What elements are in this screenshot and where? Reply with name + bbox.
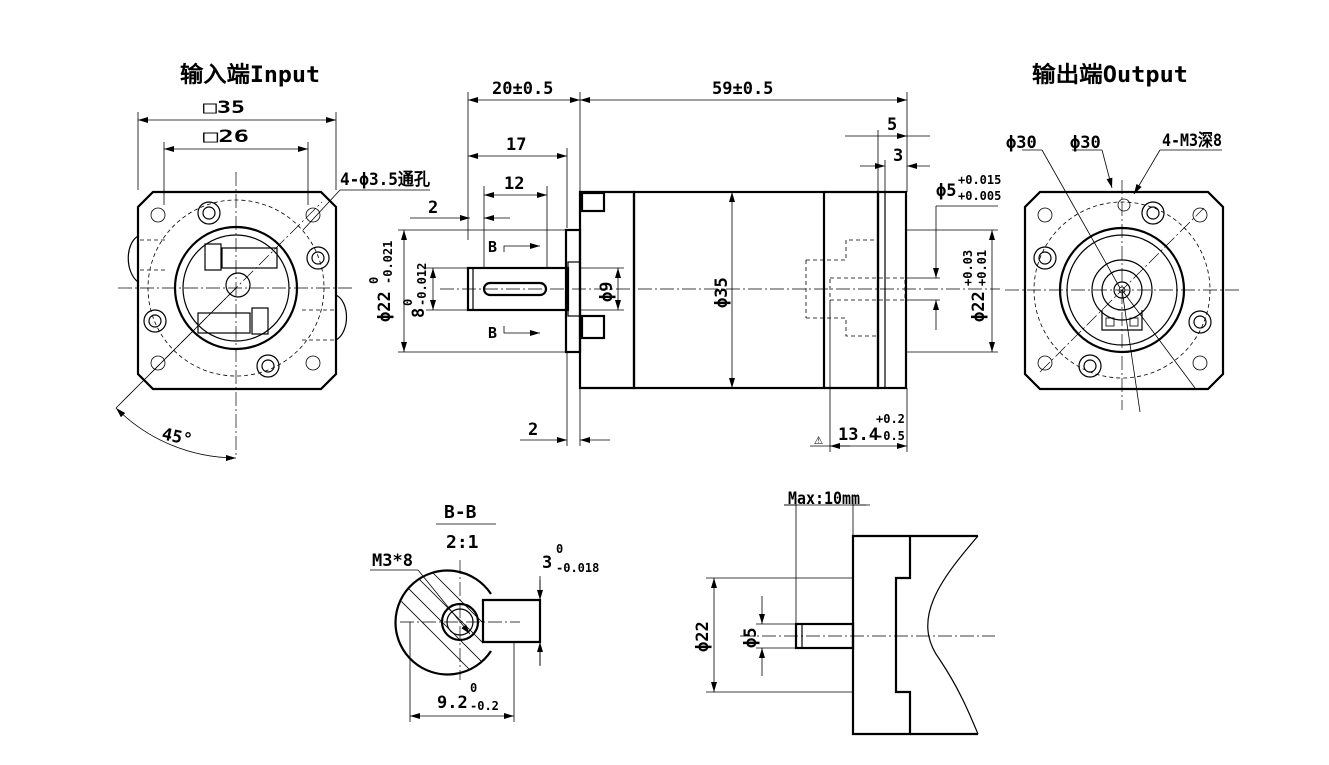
dim-13-4-tol-upper: +0.2 bbox=[876, 412, 905, 426]
dim-3: 3 bbox=[893, 146, 903, 166]
dim-13-4-tol-lower: -0.5 bbox=[876, 429, 905, 443]
max-10mm-label: Max:10mm bbox=[788, 489, 860, 509]
key-3-tol-upper: 0 bbox=[556, 542, 563, 556]
output-shaft-detail: Max:10mm ϕ22 ϕ5 bbox=[693, 489, 995, 736]
dim-13-4: 13.4 bbox=[838, 425, 879, 445]
phi9-dim: ϕ9 bbox=[597, 282, 617, 302]
dim-5: 5 bbox=[887, 115, 897, 135]
input-square-26-dim: □26 bbox=[203, 127, 249, 147]
section-marker-bottom: B bbox=[488, 324, 497, 342]
m3x8-label: M3*8 bbox=[372, 551, 413, 571]
section-scale: 2:1 bbox=[446, 532, 479, 553]
output-end-view: 输出端Output ϕ30 ϕ30 bbox=[1005, 62, 1240, 413]
section-title: B-B bbox=[444, 502, 477, 523]
dim-12: 12 bbox=[504, 174, 524, 194]
output-phi5-tol-lower: +0.005 bbox=[958, 189, 1001, 203]
section-marker-top: B bbox=[488, 238, 497, 256]
detail-phi22: ϕ22 bbox=[693, 621, 713, 652]
input-end-view: 输入端Input □35 □26 bbox=[115, 62, 430, 461]
input-angle-dim: 45° bbox=[160, 424, 194, 450]
output-mount-holes bbox=[1033, 198, 1212, 378]
detail-phi5: ϕ5 bbox=[741, 628, 761, 648]
dim-2-top: 2 bbox=[428, 198, 438, 218]
output-phi30-b: ϕ30 bbox=[1070, 133, 1101, 153]
key-3-tol-lower: -0.018 bbox=[556, 561, 599, 575]
input-phi22-dim: ϕ22 bbox=[375, 291, 395, 322]
side-view: 20±0.5 59±0.5 17 12 2 bbox=[367, 79, 1001, 452]
input-mount-holes bbox=[143, 201, 330, 378]
dim-9-2-tol-lower: -0.2 bbox=[470, 699, 499, 713]
key-3-dim: 3 bbox=[542, 553, 552, 573]
key-8-dim: 8 bbox=[409, 308, 429, 318]
dim-9-2: 9.2 bbox=[437, 693, 468, 713]
warning-icon: ⚠ bbox=[814, 430, 823, 448]
output-phi22-tol-lower: +0.01 bbox=[975, 250, 989, 286]
output-phi22-dim: ϕ22 bbox=[969, 291, 989, 322]
dim-2-bottom: 2 bbox=[528, 420, 538, 440]
output-holes-label: 4-M3深8 bbox=[1162, 130, 1222, 151]
key-8-tol-upper: 0 bbox=[401, 299, 415, 306]
dim-9-2-tol-upper: 0 bbox=[470, 681, 477, 695]
input-phi22-tol-upper: 0 bbox=[367, 277, 381, 284]
output-phi22-tol-upper: +0.03 bbox=[961, 250, 975, 286]
input-phi22-tol-lower: -0.021 bbox=[381, 241, 395, 284]
output-flange-outline bbox=[1023, 190, 1225, 391]
output-phi5-dim: ϕ5 bbox=[936, 181, 956, 201]
dim-59: 59±0.5 bbox=[712, 79, 773, 99]
dim-20: 20±0.5 bbox=[492, 79, 553, 99]
section-bb-view: B-B 2:1 M3*8 3 0 bbox=[370, 502, 599, 722]
dim-17: 17 bbox=[506, 135, 526, 155]
input-view-title: 输入端Input bbox=[180, 62, 320, 88]
output-phi5-tol-upper: +0.015 bbox=[958, 173, 1001, 187]
key-8-tol-lower: -0.012 bbox=[415, 263, 429, 306]
input-square-35-dim: □35 bbox=[203, 98, 245, 118]
input-holes-label: 4-ϕ3.5通孔 bbox=[340, 170, 430, 190]
output-view-title: 输出端Output bbox=[1032, 62, 1188, 88]
phi35-dim: ϕ35 bbox=[712, 277, 732, 308]
output-phi30-a: ϕ30 bbox=[1006, 133, 1037, 153]
input-flange-outline bbox=[136, 190, 338, 391]
